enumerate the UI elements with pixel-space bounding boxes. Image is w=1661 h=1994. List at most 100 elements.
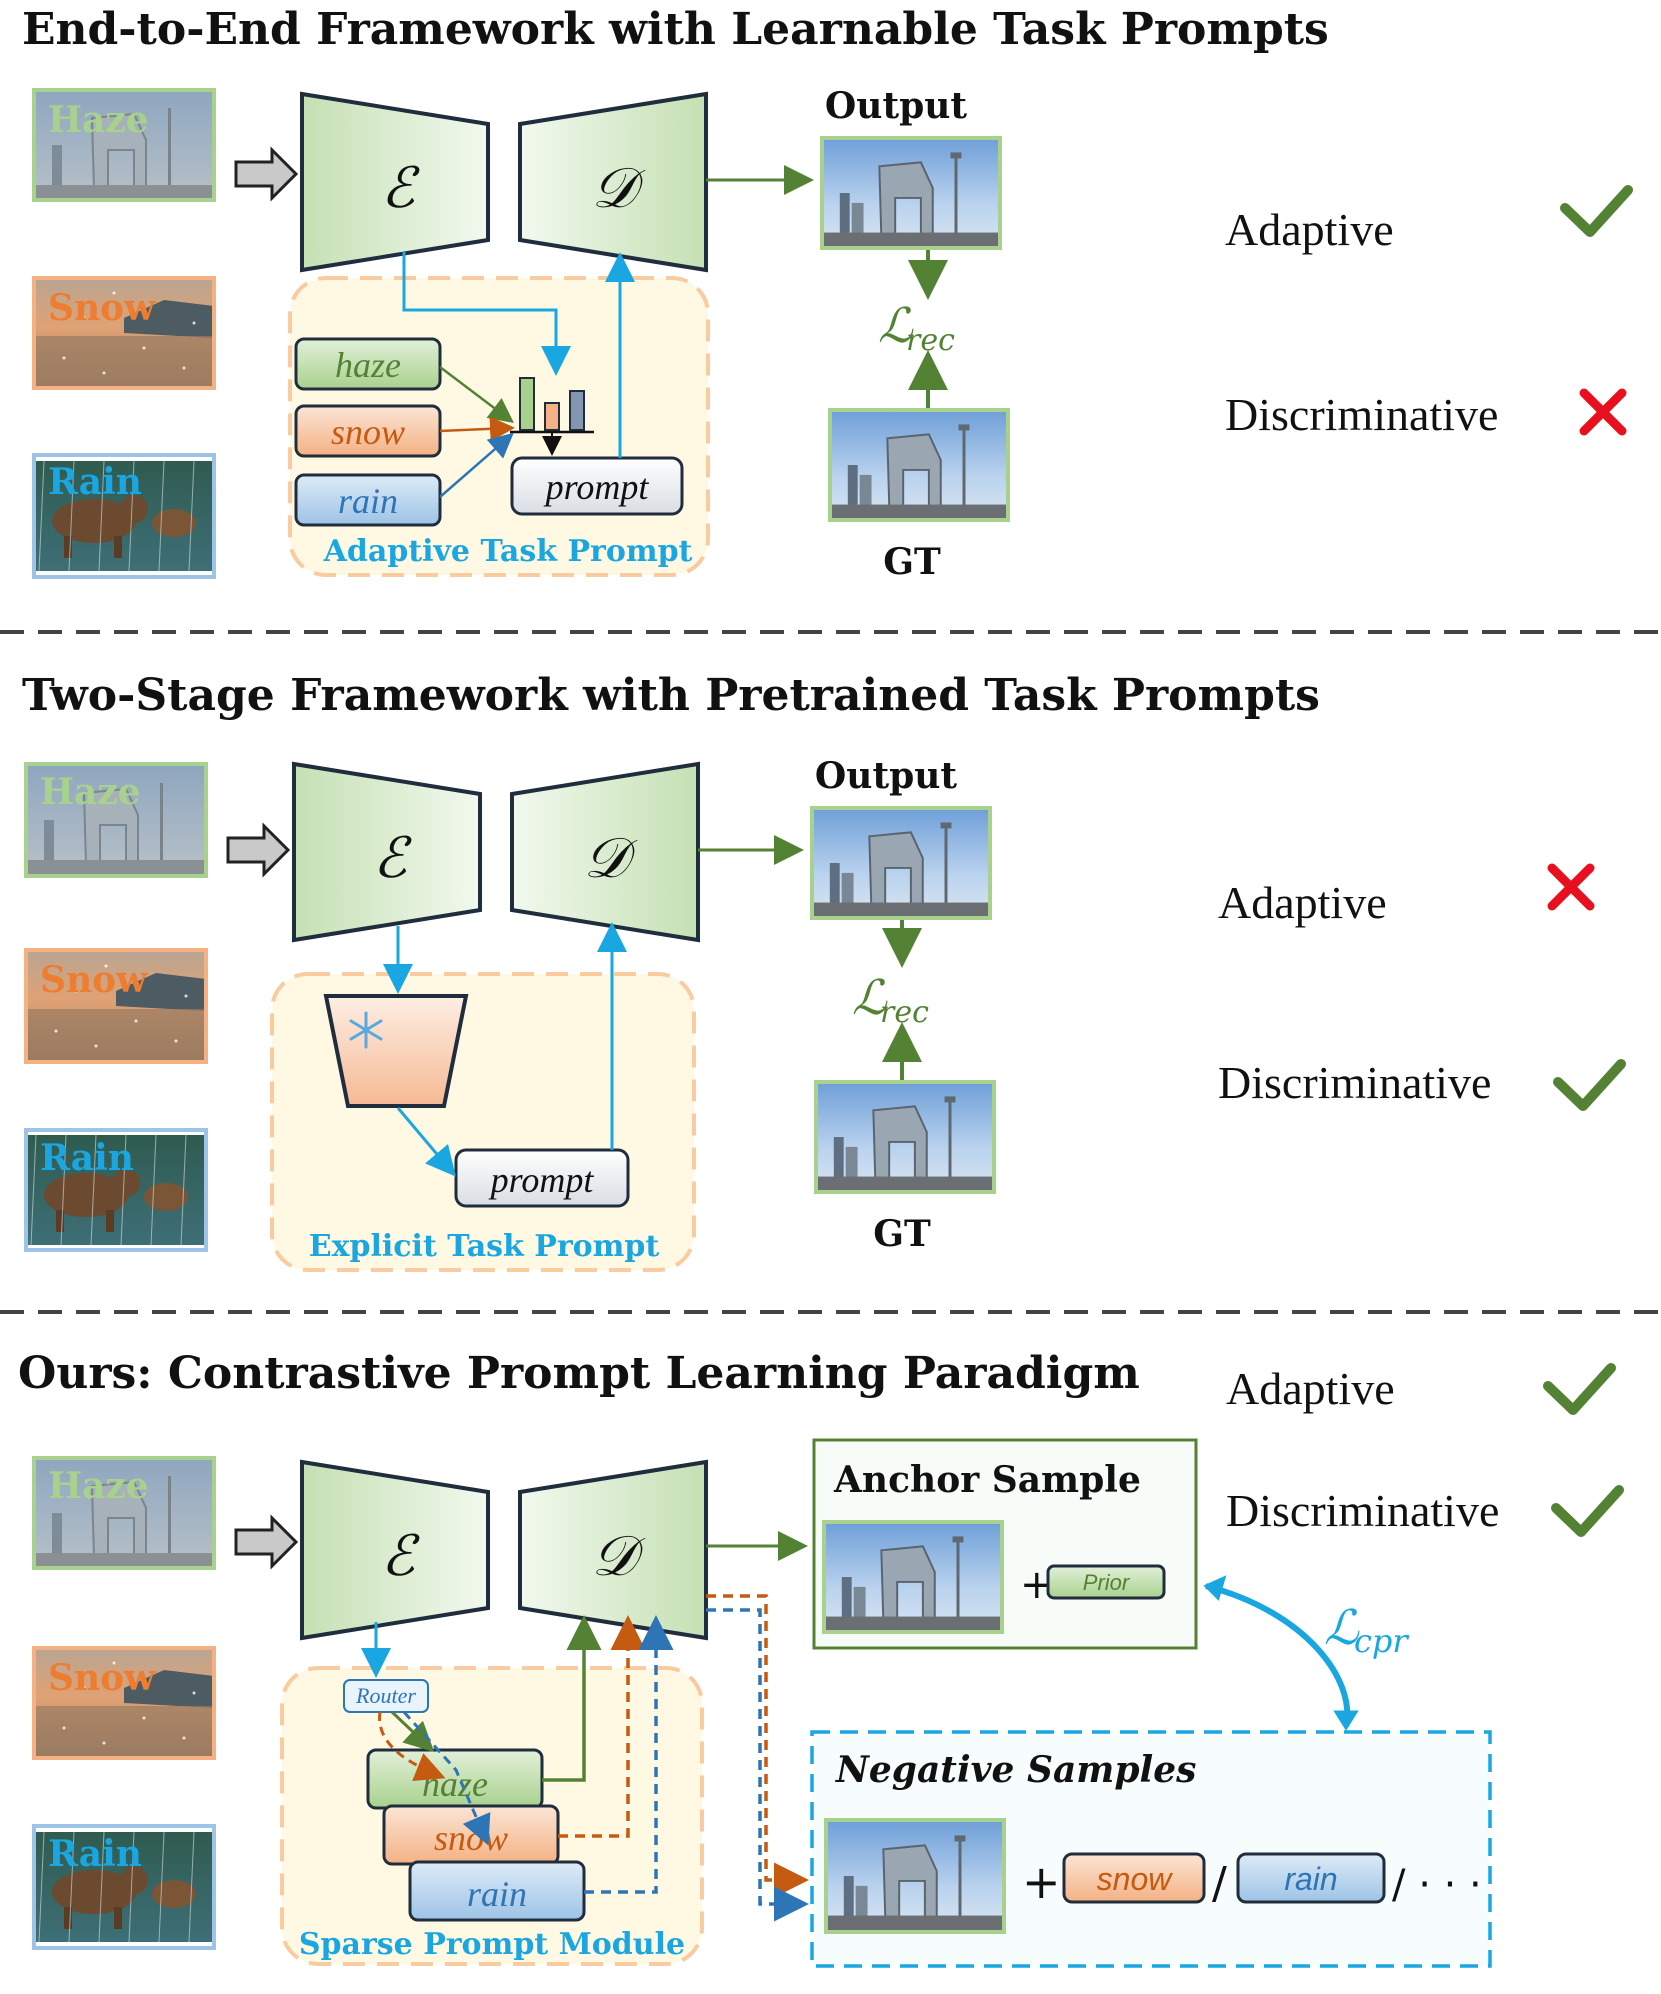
input-haze: Haze: [32, 88, 216, 202]
check-icon: [1551, 1485, 1624, 1537]
section-arrows: [383, 835, 922, 1177]
encoder-symbol: ℰ: [381, 1524, 420, 1589]
input-label: Rain: [48, 461, 142, 503]
decoder-block: [518, 91, 708, 273]
task-box-snow: snow: [294, 404, 442, 458]
adaptive-label: Adaptive: [1218, 877, 1387, 928]
check-icon: [1553, 1059, 1626, 1111]
adaptive-label: Adaptive: [1225, 204, 1394, 255]
input-haze: Haze: [32, 1456, 216, 1570]
input-label: Snow: [40, 959, 148, 1001]
input-rain: Rain: [32, 453, 216, 579]
prompt-box: prompt: [510, 456, 684, 516]
negative-prompt-label: snow: [1097, 1861, 1174, 1897]
input-label: Rain: [40, 1137, 134, 1179]
module-label: Explicit Task Prompt: [309, 1229, 660, 1264]
input-snow: Snow: [32, 1646, 216, 1760]
output-label: Output: [825, 85, 968, 127]
ellipsis: / · · ·: [1392, 1862, 1482, 1908]
gt-label: GT: [883, 541, 941, 583]
discriminative-label: Discriminative: [1218, 1057, 1491, 1108]
section-two-stage: Two-Stage Framework with Pretrained Task…: [22, 670, 1626, 1272]
router-label: Router: [355, 1683, 416, 1708]
encoder-block: [300, 1459, 490, 1641]
reconstruction-loss: ℒ rec: [852, 970, 929, 1030]
negative-prompt-snow: [1062, 1852, 1206, 1904]
gt-image: [828, 408, 1010, 522]
loss-subscript: rec: [880, 995, 929, 1030]
section-arrows: [361, 1531, 1359, 1922]
input-rain: Rain: [32, 1824, 216, 1950]
task-box-snow: snow: [382, 1804, 560, 1866]
adaptive-label: Adaptive: [1226, 1363, 1395, 1414]
section-title: End-to-End Framework with Learnable Task…: [22, 4, 1329, 55]
discriminative-label: Discriminative: [1225, 389, 1498, 440]
output-image: [820, 136, 1002, 250]
task-label: snow: [331, 412, 405, 452]
encoder-block: [300, 91, 490, 273]
loss-symbol: ℒ: [878, 298, 914, 354]
weights-bar-icon: [510, 377, 594, 456]
task-label: rain: [338, 481, 398, 521]
task-box-rain: rain: [408, 1860, 586, 1922]
module-label: Sparse Prompt Module: [299, 1927, 685, 1962]
discriminative-label: Discriminative: [1226, 1485, 1499, 1536]
plus-sign: +: [1022, 1855, 1061, 1909]
loss-symbol: ℒ: [1324, 1600, 1360, 1656]
negative-image: [824, 1818, 1006, 1934]
input-arrow: [226, 822, 291, 878]
task-label: snow: [434, 1818, 508, 1858]
check-icon: [1560, 185, 1633, 237]
snowflake-icon: [349, 1011, 383, 1049]
task-label: rain: [467, 1874, 527, 1914]
input-arrow: [234, 146, 299, 202]
task-box-rain: rain: [294, 473, 442, 527]
contrastive-loss: ℒ cpr: [1324, 1600, 1409, 1660]
separator: /: [1212, 1858, 1227, 1909]
section-arrows: [402, 165, 948, 498]
input-label: Haze: [48, 99, 149, 141]
cross-icon: [1547, 863, 1595, 911]
decoder-block: [518, 1459, 708, 1641]
anchor-sample-box: Anchor Sample + Prior: [812, 1438, 1198, 1650]
decoder-block: [510, 761, 700, 943]
prior-label: Prior: [1083, 1570, 1131, 1595]
loss-symbol: ℒ: [852, 970, 888, 1026]
section-title: Ours: Contrastive Prompt Learning Paradi…: [18, 1348, 1140, 1399]
gt-label: GT: [873, 1213, 931, 1255]
section-ours: Ours: Contrastive Prompt Learning Paradi…: [18, 1348, 1624, 1968]
input-label: Haze: [48, 1465, 149, 1507]
negative-label: Negative Samples: [835, 1749, 1196, 1791]
section-end-to-end: End-to-End Framework with Learnable Task…: [22, 4, 1633, 583]
input-snow: Snow: [32, 276, 216, 390]
input-label: Snow: [48, 1657, 156, 1699]
reconstruction-loss: ℒ rec: [878, 298, 955, 358]
input-label: Snow: [48, 287, 156, 329]
loss-subscript: cpr: [1354, 1622, 1409, 1660]
input-rain: Rain: [24, 1128, 208, 1252]
output-label: Output: [815, 755, 958, 797]
input-label: Rain: [48, 1833, 142, 1875]
input-snow: Snow: [24, 948, 208, 1064]
frozen-pretrained-network: [323, 994, 469, 1108]
prompt-label: prompt: [543, 467, 650, 507]
anchor-label: Anchor Sample: [833, 1459, 1141, 1501]
router-box: Router: [343, 1679, 429, 1713]
input-label: Haze: [40, 771, 141, 813]
check-icon: [1543, 1363, 1616, 1415]
prompt-box: prompt: [454, 1148, 630, 1208]
module-label: Adaptive Task Prompt: [323, 534, 693, 569]
negative-prompt-label: rain: [1284, 1861, 1337, 1897]
input-haze: Haze: [24, 762, 208, 878]
encoder-block: [292, 761, 482, 943]
section-title: Two-Stage Framework with Pretrained Task…: [22, 670, 1320, 721]
task-box-haze: haze: [366, 1748, 544, 1810]
output-image: [810, 806, 992, 920]
anchor-image: [822, 1520, 1004, 1634]
loss-subscript: rec: [906, 323, 955, 358]
prompt-label: prompt: [488, 1160, 595, 1200]
negative-samples-box: Negative Samples + snow / rain / · · ·: [810, 1730, 1492, 1968]
prior-box: [1046, 1564, 1166, 1600]
